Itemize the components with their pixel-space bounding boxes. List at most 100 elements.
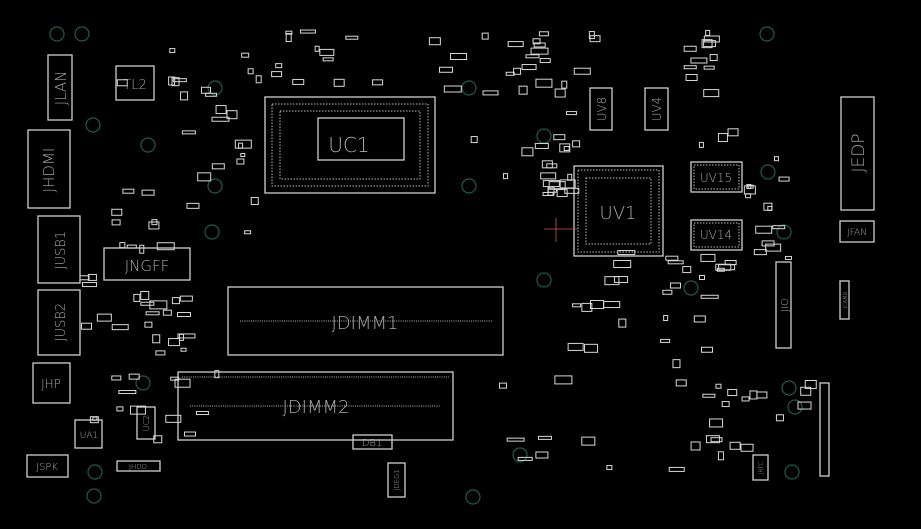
label-uv15: UV15: [700, 171, 732, 185]
smd-component: [149, 300, 168, 310]
label-db1: DB1: [362, 438, 383, 449]
component-jdimm1[interactable]: JDIMM1: [227, 286, 504, 356]
smd-component: [168, 338, 181, 347]
mounting-hole: [776, 224, 792, 240]
smd-component: [226, 110, 238, 120]
smd-component: [87, 273, 97, 281]
smd-component: [773, 156, 779, 162]
mounting-hole: [465, 489, 481, 505]
component-jedp[interactable]: JEDP: [840, 96, 875, 211]
label-jedp: JEDP: [849, 133, 869, 172]
smd-component: [743, 185, 756, 195]
mounting-hole: [536, 272, 552, 288]
smd-component: [700, 294, 719, 299]
component-jusb1[interactable]: JUSB1: [37, 215, 81, 284]
component-ua1[interactable]: UA1: [74, 419, 103, 449]
smd-component: [111, 219, 121, 226]
label-uv1: UV1: [600, 203, 637, 224]
component-uv8[interactable]: UV8: [589, 87, 613, 131]
smd-component: [703, 35, 720, 43]
smd-component: [322, 57, 334, 62]
component-jdeg1[interactable]: JDEG1: [387, 462, 406, 498]
component-uc1[interactable]: UC1: [264, 96, 436, 194]
mounting-hole: [135, 375, 151, 391]
component-jcamd[interactable]: JCAMD: [839, 280, 850, 320]
component-jspk[interactable]: JSPK: [26, 454, 69, 478]
label-jcamd: JCAMD: [843, 292, 849, 309]
smd-component: [537, 435, 552, 440]
smd-component: [534, 142, 549, 149]
smd-component: [710, 437, 723, 443]
smd-component: [81, 282, 97, 288]
smd-component: [271, 71, 283, 78]
smd-component: [663, 315, 669, 322]
smd-component: [683, 45, 697, 52]
smd-component: [299, 29, 316, 34]
component-jio[interactable]: JIO: [775, 261, 792, 349]
component-uv4[interactable]: UV4: [644, 87, 669, 131]
component-uc2[interactable]: UC2: [136, 406, 156, 440]
connector-strip: [819, 382, 830, 477]
smd-component: [236, 158, 245, 165]
smd-component: [668, 466, 685, 472]
smd-component: [559, 143, 571, 153]
label-uc2: UC2: [142, 415, 151, 432]
component-jrtc[interactable]: JRTC: [752, 454, 769, 481]
smd-component: [111, 324, 129, 331]
component-jhdmi[interactable]: JHDMI: [27, 129, 71, 209]
smd-component: [518, 85, 528, 95]
component-tl2[interactable]: TL2: [115, 65, 155, 101]
smd-component: [709, 418, 724, 428]
smd-component: [548, 181, 566, 190]
smd-component: [170, 376, 180, 381]
smd-component: [140, 290, 150, 300]
smd-component: [141, 189, 155, 196]
smd-component: [111, 208, 123, 216]
component-db1[interactable]: DB1: [352, 434, 393, 450]
smd-component: [660, 338, 671, 343]
component-uv14[interactable]: UV14: [690, 219, 743, 251]
smd-component: [606, 465, 613, 471]
component-uv1[interactable]: UV1: [544, 165, 664, 257]
smd-component: [244, 230, 252, 235]
component-jngff[interactable]: JNGFF: [103, 247, 191, 281]
smd-component: [573, 67, 591, 75]
mounting-hole: [760, 164, 776, 180]
smd-component: [717, 133, 728, 143]
smd-component: [703, 40, 717, 48]
component-jfan[interactable]: JFAN: [839, 220, 875, 243]
smd-component: [145, 311, 160, 316]
smd-component: [700, 346, 713, 353]
smd-component: [538, 31, 549, 37]
component-jlan[interactable]: JLAN: [47, 54, 73, 121]
smd-component: [81, 322, 93, 330]
smd-component: [701, 39, 713, 49]
smd-component: [698, 275, 705, 281]
smd-component: [214, 370, 220, 379]
smd-component: [241, 52, 250, 58]
smd-component: [503, 173, 509, 180]
smd-component: [181, 130, 196, 135]
smd-component: [662, 289, 673, 295]
component-jhp[interactable]: JHP: [32, 362, 71, 404]
component-uv15[interactable]: UV15: [690, 161, 743, 193]
smd-component: [285, 30, 293, 35]
smd-component: [761, 240, 775, 247]
component-jhdd[interactable]: JHDD: [116, 460, 161, 472]
smd-component: [547, 188, 557, 193]
smd-component: [128, 373, 140, 380]
smd-component: [685, 73, 698, 81]
mounting-hole: [781, 380, 797, 396]
smd-component: [572, 303, 582, 308]
smd-component: [613, 259, 632, 268]
mounting-hole: [204, 224, 220, 240]
component-jdimm2[interactable]: JDIMM2: [177, 371, 454, 441]
mounting-hole: [759, 26, 775, 42]
label-jhdmi: JHDMI: [40, 148, 58, 193]
smd-component: [116, 79, 128, 87]
smd-component: [753, 249, 767, 256]
label-jdimm1: JDIMM1: [332, 313, 399, 334]
smd-component: [111, 375, 122, 381]
component-jusb2[interactable]: JUSB2: [37, 289, 81, 356]
